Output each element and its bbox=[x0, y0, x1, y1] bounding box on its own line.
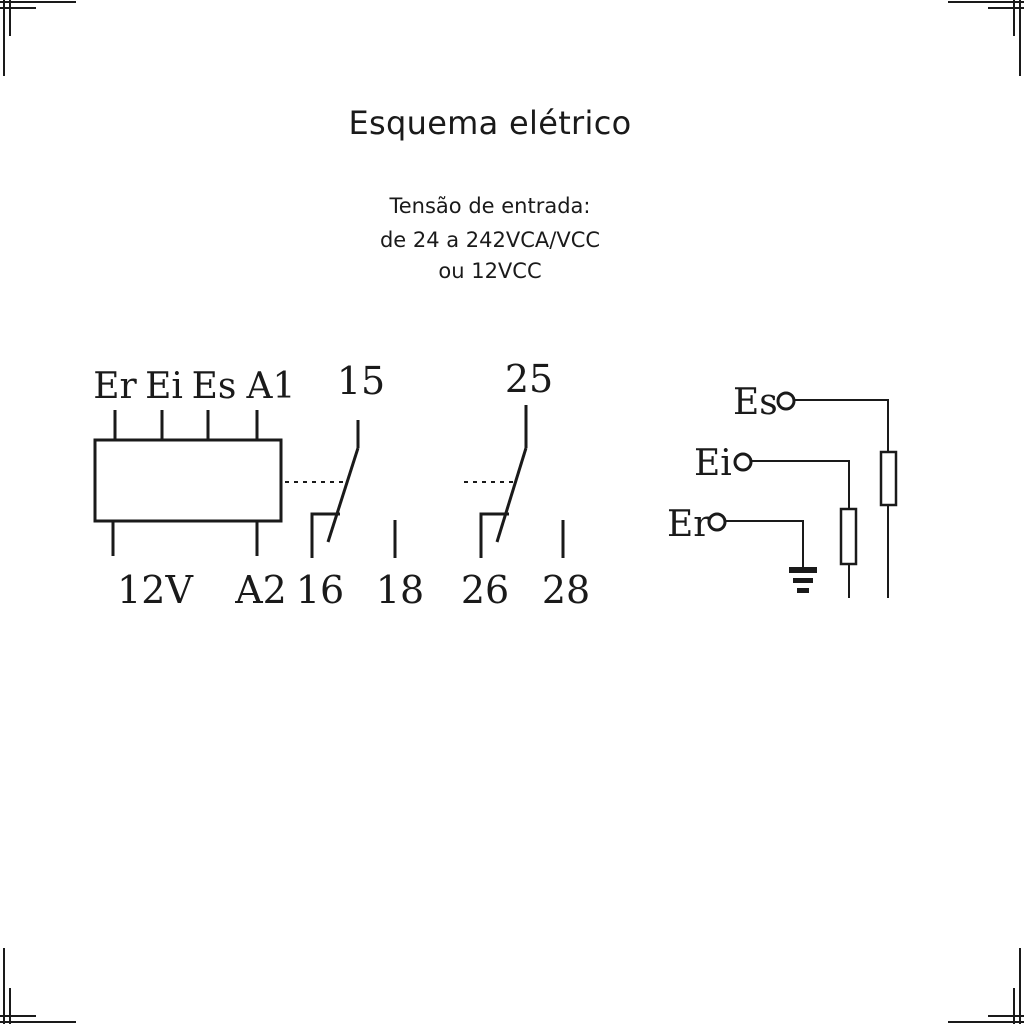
contact1-nc-label: 16 bbox=[296, 568, 344, 612]
voltage-line-2: de 24 a 242VCA/VCC bbox=[379, 228, 601, 252]
terminal-es-label: Es bbox=[192, 366, 237, 407]
electrode-es-probe bbox=[879, 450, 898, 507]
electrode-es-wire bbox=[794, 399, 889, 452]
contact1-nc-terminal bbox=[310, 512, 340, 558]
electrode-er-label: Er bbox=[667, 504, 711, 545]
contact2-no-label: 28 bbox=[542, 568, 590, 612]
contact2-nc-terminal bbox=[479, 512, 509, 558]
contact1-common-label: 15 bbox=[337, 359, 385, 403]
terminal-a2-label: A2 bbox=[234, 568, 287, 612]
electrode-es-terminal bbox=[776, 391, 796, 411]
electrode-es-label: Es bbox=[733, 382, 778, 423]
contact2-common-label: 25 bbox=[505, 357, 553, 401]
electrode-ei-terminal bbox=[733, 452, 753, 472]
relay-body bbox=[93, 438, 283, 523]
ground-icon bbox=[789, 567, 817, 593]
contact2-switch-arm bbox=[495, 447, 528, 543]
terminal-er-label: Er bbox=[93, 366, 137, 407]
contact1-no-label: 18 bbox=[376, 568, 424, 612]
electrode-ei-probe bbox=[839, 507, 858, 566]
contact1-switch-arm bbox=[326, 447, 360, 543]
voltage-line-3: ou 12VCC bbox=[438, 259, 542, 283]
page-title: Esquema elétrico bbox=[348, 104, 632, 142]
electrode-er-wire bbox=[725, 520, 804, 567]
electrode-ei-wire bbox=[751, 460, 850, 509]
electrode-er-terminal bbox=[707, 512, 727, 532]
terminal-12v-label: 12V bbox=[117, 568, 193, 612]
contact2-nc-label: 26 bbox=[461, 568, 509, 612]
voltage-line-1: Tensão de entrada: bbox=[389, 194, 591, 218]
terminal-ei-label: Ei bbox=[145, 366, 183, 407]
terminal-a1-label: A1 bbox=[246, 366, 296, 407]
electrode-ei-label: Ei bbox=[694, 443, 732, 484]
